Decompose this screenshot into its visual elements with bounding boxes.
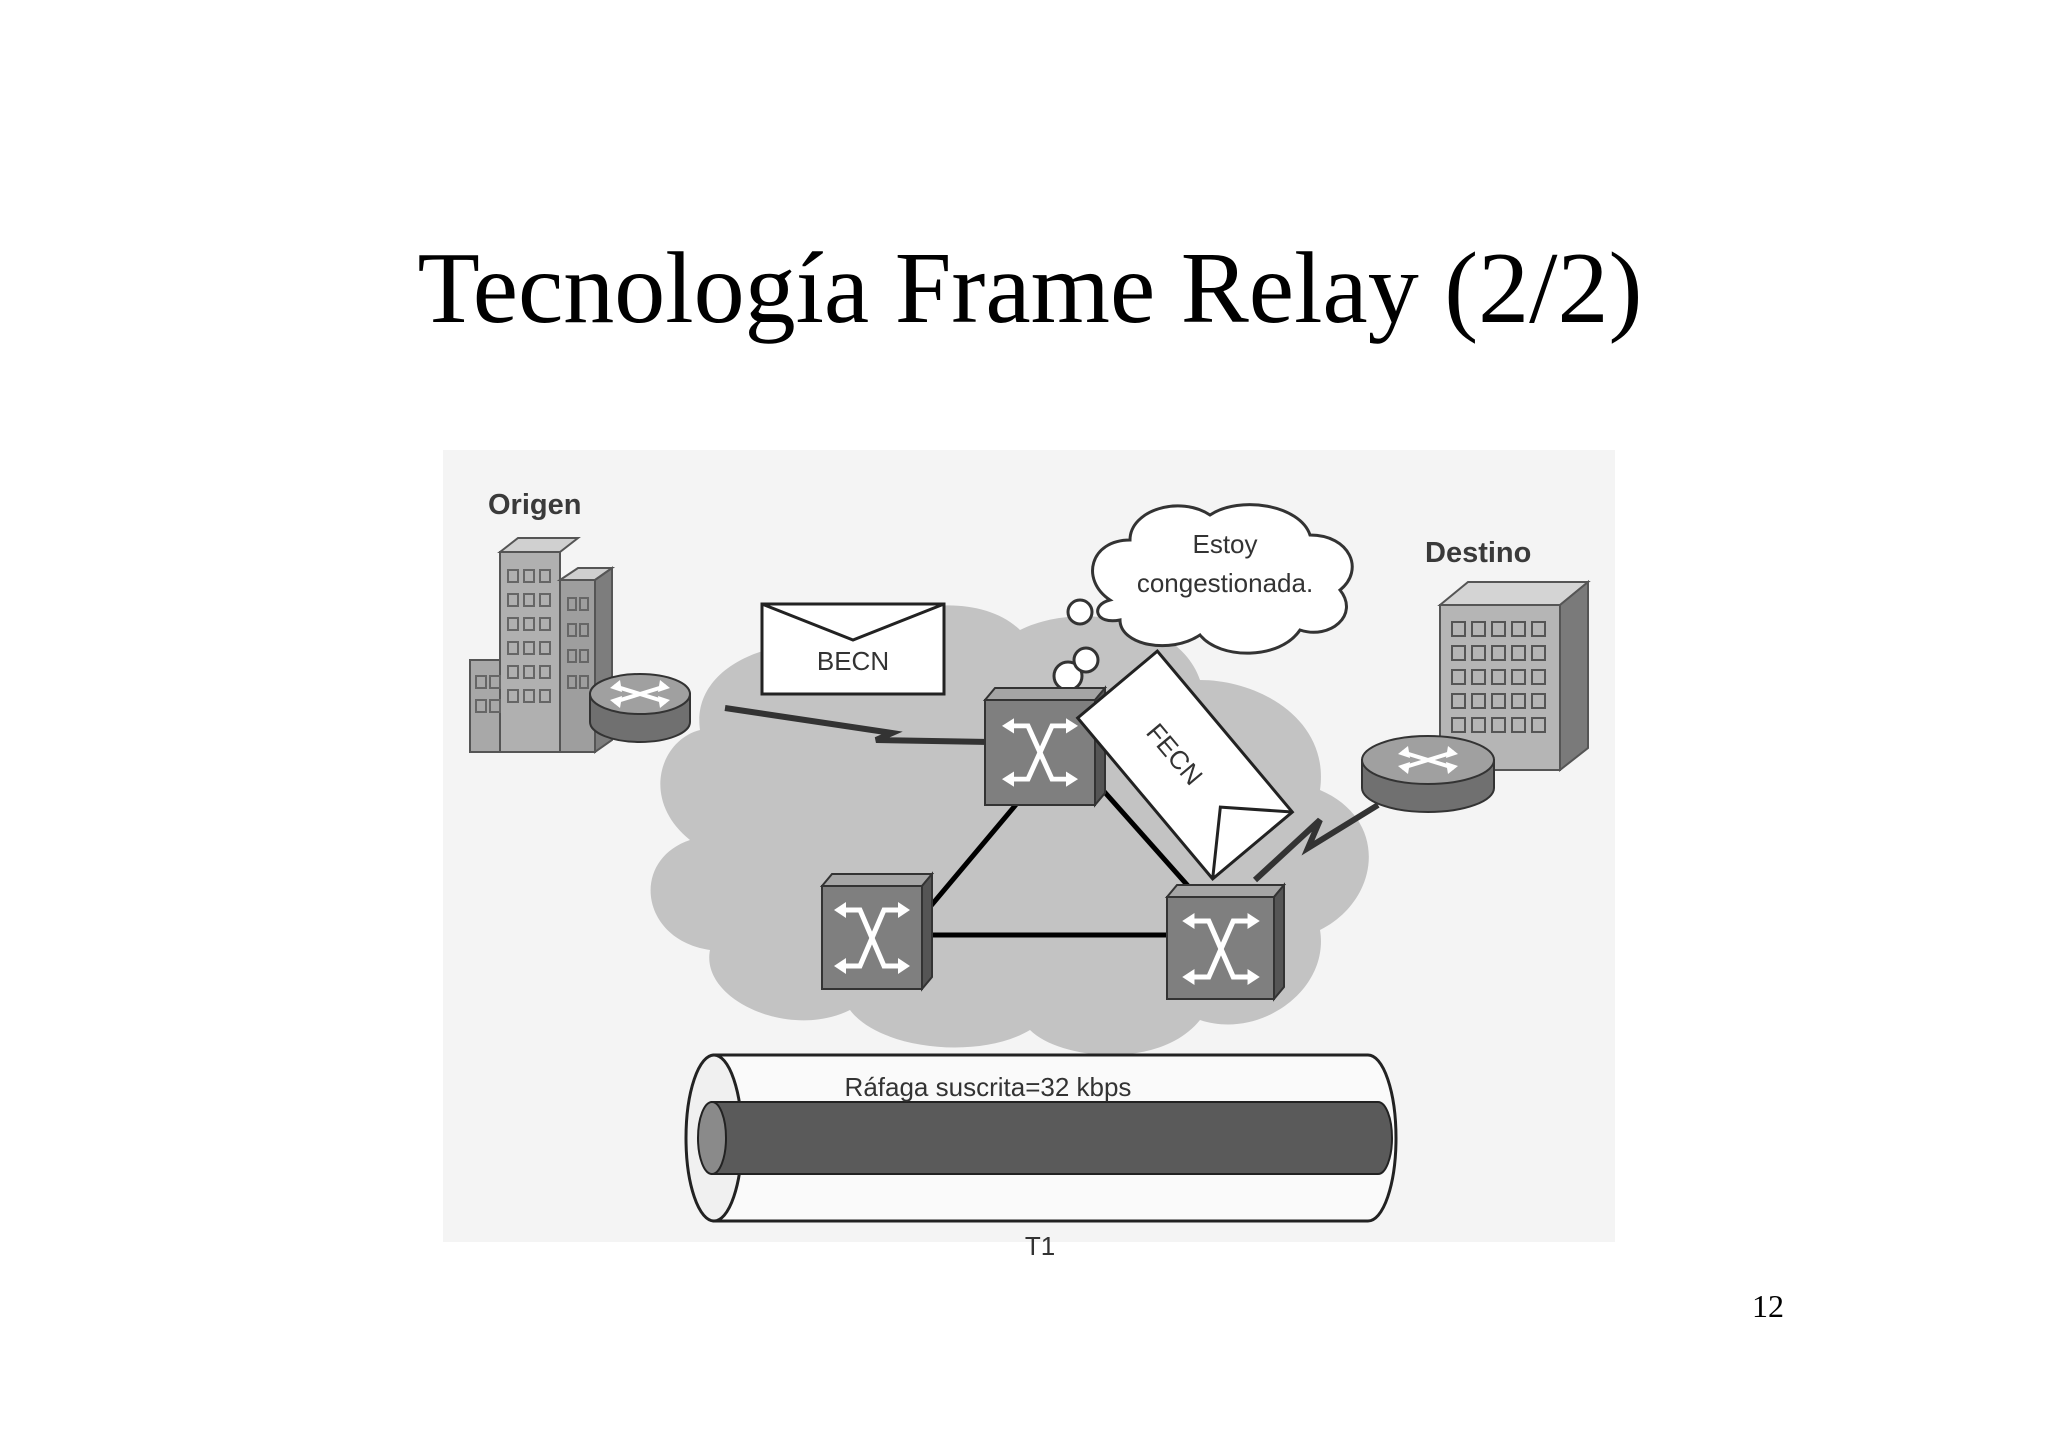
slide-title: Tecnología Frame Relay (2/2) bbox=[417, 232, 1643, 345]
switch-icon-top bbox=[982, 685, 1108, 808]
burst-label: Ráfaga suscrita=32 kbps bbox=[845, 1072, 1132, 1102]
pipe-icon: Ráfaga suscrita=32 kbps T1 bbox=[684, 1053, 1398, 1261]
becn-label: BECN bbox=[817, 646, 889, 676]
t1-label: T1 bbox=[1025, 1231, 1055, 1261]
thought-text-line1: Estoy bbox=[1192, 529, 1257, 559]
origin-label: Origen bbox=[488, 489, 581, 521]
thought-text-line2: congestionada. bbox=[1137, 568, 1313, 598]
switch-icon-left bbox=[819, 871, 935, 992]
page-number: 12 bbox=[1752, 1288, 1784, 1324]
fecn-envelope-icon: FECN bbox=[1075, 649, 1295, 881]
becn-envelope-icon: BECN bbox=[760, 602, 946, 696]
destination-router-icon bbox=[1361, 735, 1495, 813]
thought-cloud-icon: Estoy congestionada. bbox=[1052, 503, 1354, 692]
switch-icon-right bbox=[1164, 882, 1287, 1002]
origin-router-icon bbox=[589, 673, 691, 743]
destination-label: Destino bbox=[1425, 537, 1531, 569]
